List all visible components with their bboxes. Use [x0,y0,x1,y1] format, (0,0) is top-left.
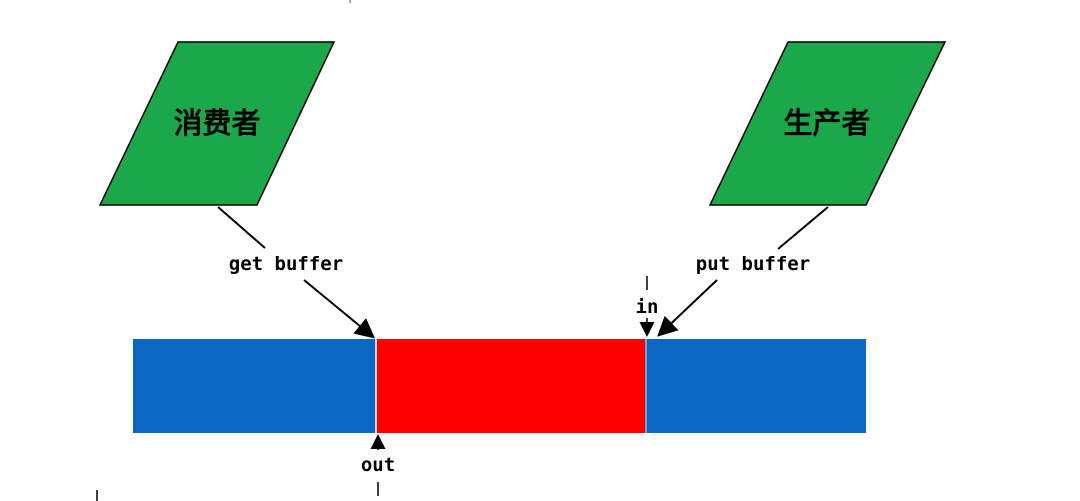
buffer-right-empty [646,339,866,433]
put-edge-arrow [657,279,718,337]
get-edge-top [217,206,266,249]
put-buffer-label: put buffer [696,253,810,275]
buffer-left-empty [133,339,376,433]
buffer-filled-region [376,339,646,433]
put-edge-top [777,206,829,250]
out-pointer-label: out [361,454,395,476]
consumer-shape [98,41,336,206]
get-edge-arrow [303,279,376,339]
producer-label: 生产者 [783,106,870,140]
get-buffer-label: get buffer [229,253,343,275]
in-pointer-label: in [636,296,659,318]
consumer-label: 消费者 [173,106,260,140]
producer-shape [708,41,947,206]
